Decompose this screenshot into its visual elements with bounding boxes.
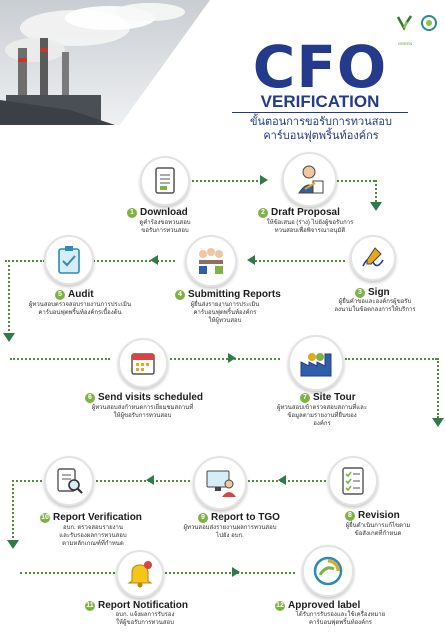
connector-2-3-vertical [375, 180, 377, 202]
cfo-title: CFO [252, 33, 388, 101]
arrow-2-3 [370, 202, 382, 211]
connector-5-left [5, 260, 45, 262]
step-2-description: ให้ข้อเสนอ (ร่าง) ไปยังผู้ขอรับการทวนสอบ… [266, 220, 354, 234]
connector-5-6-vertical [8, 260, 10, 335]
step-9-circle [193, 456, 247, 510]
connector-9-10 [80, 480, 190, 482]
step-1-circle [140, 156, 190, 206]
connector-10-left [12, 480, 42, 482]
label-icon [313, 556, 343, 586]
arrow-11-12 [232, 567, 240, 577]
thai-subtitle: ขั้นตอนการขอรับการทวนสอบ คาร์บอนฟุตพริ้น… [249, 116, 393, 142]
connector-10-11-vertical [12, 480, 14, 542]
step-8-description: ผู้ยื่นดำเนินการแก้ไขตามข้อสังเกตที่กำหน… [345, 523, 411, 537]
step-5-circle [44, 235, 94, 285]
signature-icon [362, 247, 384, 267]
connector-8-9 [225, 480, 330, 482]
arrow-6-7 [228, 353, 236, 363]
connector-7-8-vertical [437, 358, 439, 418]
industrial-chimney-photo [0, 0, 210, 125]
step-6-description: ผู้ทวนสอบส่งกำหนดการเยี่ยมชมสถานที่ให้ผู… [91, 405, 194, 419]
step-10-description: อบก. ตรวจสอบรายงานและรับรองผลการทวนสอบตา… [59, 525, 127, 547]
connector-4-5 [80, 260, 175, 262]
factory-icon [300, 353, 332, 377]
green-logo: GREEN [395, 14, 415, 46]
step-2-circle [282, 152, 337, 207]
checklist-icon [342, 467, 364, 495]
step-9-description: ผู้ทวนสอบส่งรายงานผลการทวนสอบไปยัง อบก. [183, 525, 277, 539]
connector-5-6 [10, 358, 110, 360]
step-5-description: ผู้ทวนสอบตรวจสอบรายงานการประเมินคาร์บอนฟ… [28, 302, 132, 316]
secondary-logo [419, 14, 439, 41]
title-divider [232, 112, 408, 113]
connector-7-right [345, 358, 437, 360]
connector-6-7 [170, 358, 280, 360]
arrow-10-11 [7, 540, 19, 549]
step-1-description: ดูคำร้องขอทวนสอบขอรับการทวนสอบ [139, 220, 191, 234]
step-3-circle [350, 235, 396, 281]
step-7-description: ผู้ทวนสอบเข้าตรวจสอบสถานที่และข้อมูลตามร… [276, 405, 368, 427]
connector-11-12 [165, 572, 295, 574]
bell-icon [127, 561, 153, 588]
step-4-circle [185, 235, 237, 287]
arrow-5-6 [3, 333, 15, 342]
meeting-icon [199, 248, 223, 274]
arrow-4-5 [150, 255, 158, 265]
step-10-circle [44, 456, 94, 506]
connector-3-4 [255, 260, 345, 262]
step-8-circle [328, 456, 378, 506]
connector-2-3 [330, 180, 375, 182]
step-7-circle [288, 335, 344, 391]
step-6-circle [118, 338, 168, 388]
step-12-circle [302, 545, 354, 597]
clipboard-icon [58, 246, 80, 274]
step-11-description: อบก. แจ้งผลการรับรองให้ผู้ขอรับการทวนสอบ [115, 612, 175, 626]
step-4-description: ผู้ยื่นส่งรายงานการประเมินคาร์บอนฟุตพริ้… [190, 302, 260, 324]
connector-10-11 [20, 572, 115, 574]
arrow-1-2 [260, 175, 268, 185]
step-3-description: ผู้ยื่นคำขอและองค์กรผู้ขอรับลงนามในข้อตก… [334, 299, 416, 313]
person-writing-icon [297, 165, 323, 193]
arrow-9-10 [146, 475, 154, 485]
arrow-3-4 [247, 255, 255, 265]
step-12-description: ได้รับการรับรองและใช้เครื่องหมายคาร์บอนฟ… [295, 612, 386, 626]
verification-title: VERIFICATION [260, 92, 380, 111]
arrow-7-8 [432, 418, 444, 427]
calendar-icon [131, 353, 155, 375]
connector-1-2 [172, 180, 262, 182]
arrow-8-9 [278, 475, 286, 485]
document-icon [155, 167, 175, 194]
report-search-icon [57, 468, 83, 494]
computer-user-icon [206, 470, 236, 497]
step-11-circle [116, 550, 164, 598]
